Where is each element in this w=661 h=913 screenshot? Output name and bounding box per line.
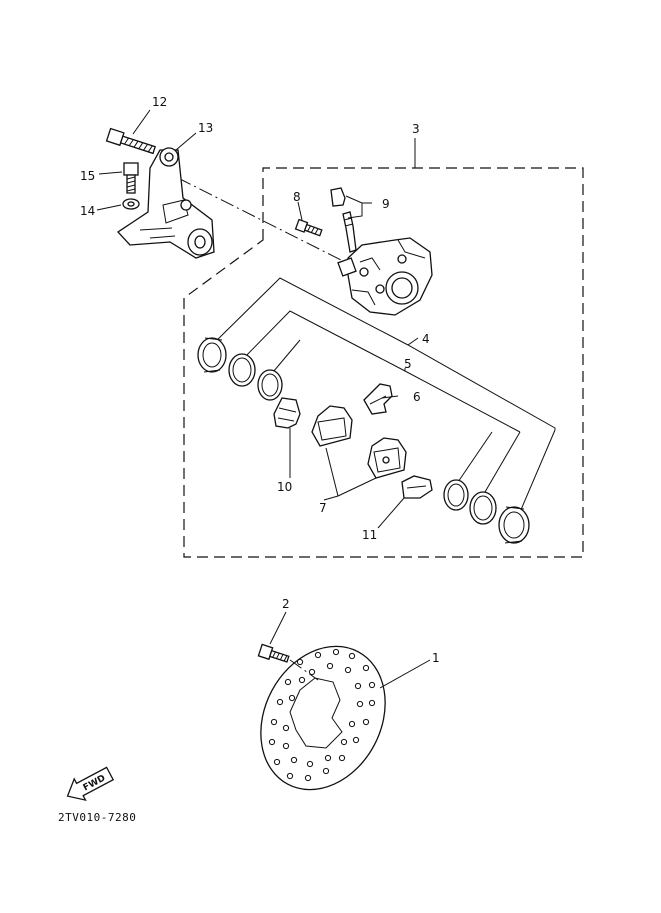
seal-bracket-lower-inner2: [457, 431, 493, 483]
piston-seal-right: [443, 479, 469, 511]
bolt-15: [123, 162, 139, 194]
piston-seal-left-2: [257, 369, 283, 401]
caliper-body: [337, 237, 433, 316]
bracket-chain-line: [177, 177, 346, 263]
label-1: 1: [432, 651, 440, 665]
fwd-arrow: FWD: [66, 766, 115, 802]
pad-spring-10: [273, 397, 301, 429]
piston-seal-right-2: [469, 491, 497, 525]
disc-bolt-2: [257, 643, 290, 663]
seal-bracket-lower-inner: [484, 431, 521, 493]
caliper-bracket: [117, 147, 215, 259]
label-6: 6: [413, 390, 421, 404]
bolt-12: [105, 127, 156, 155]
label-12: 12: [152, 95, 167, 109]
leader-lines: [96, 109, 431, 689]
label-9: 9: [382, 197, 390, 211]
label-7: 7: [319, 501, 327, 515]
pad-clip-6: [363, 383, 393, 415]
pad-spring-11: [401, 475, 433, 499]
label-5: 5: [404, 357, 412, 371]
piston-right: [498, 506, 530, 544]
brake-pad-7b: [367, 437, 407, 479]
bleed-screw-8: [294, 218, 323, 237]
brake-disc-1: [260, 645, 386, 791]
disc-bolt-chain-line: [289, 659, 319, 681]
brake-pad-7a: [311, 405, 353, 447]
washer-14: [122, 198, 140, 210]
piston-seal-left: [228, 353, 256, 387]
piston-dust-seal-left: [197, 337, 227, 373]
bleed-screw-cap-9: [330, 187, 357, 253]
label-13: 13: [198, 121, 213, 135]
label-14: 14: [80, 204, 95, 218]
caliper-assembly-boundary: [183, 167, 584, 558]
label-15: 15: [80, 169, 95, 183]
disc-holes: [268, 648, 376, 782]
label-4: 4: [422, 332, 430, 346]
drawing-code: 2TV010-7280: [58, 811, 136, 824]
label-11: 11: [362, 528, 377, 542]
seal-bracket-lower-outer: [519, 429, 556, 513]
label-10: 10: [277, 480, 292, 494]
label-2: 2: [282, 597, 290, 611]
label-3: 3: [412, 122, 420, 136]
seal-bracket-upper-inner: [239, 310, 521, 433]
label-8: 8: [293, 190, 301, 204]
